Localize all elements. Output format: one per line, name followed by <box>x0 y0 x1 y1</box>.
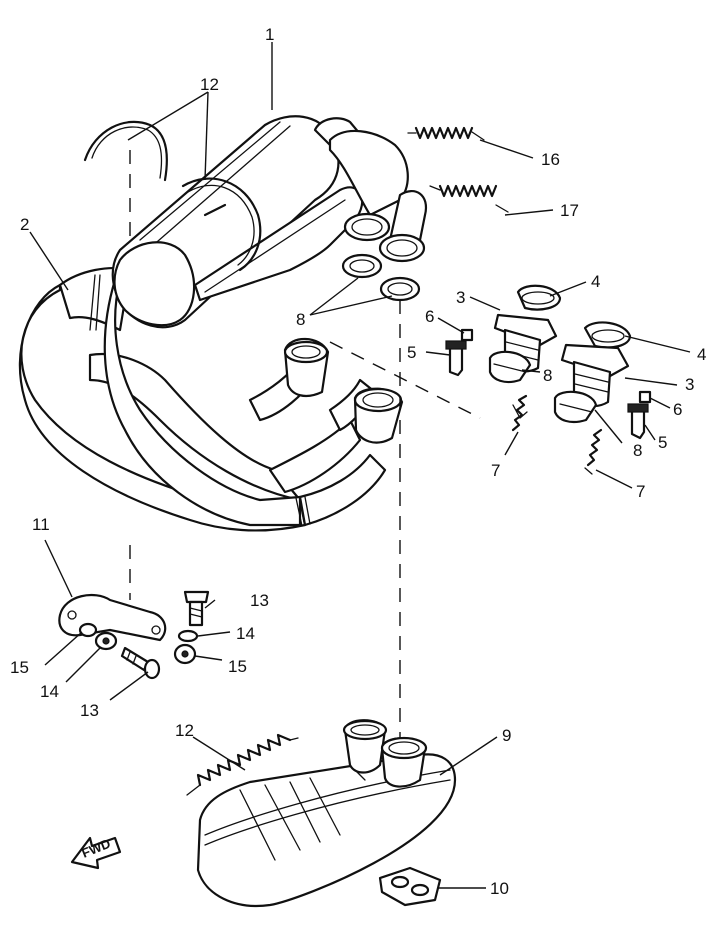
callout-1: 1 <box>265 25 274 44</box>
callout-13: 13 <box>250 591 269 610</box>
callout-16: 16 <box>541 150 560 169</box>
gasket-10 <box>378 866 442 907</box>
callout-3: 3 <box>685 375 694 394</box>
muffler-band <box>181 177 262 272</box>
callout-14: 14 <box>236 624 255 643</box>
callout-8: 8 <box>296 310 305 329</box>
muffler-main <box>111 115 368 329</box>
callout-5: 5 <box>407 343 416 362</box>
joint-set-right <box>553 321 652 475</box>
callout-9: 9 <box>502 726 511 745</box>
silencer-9 <box>196 719 457 908</box>
callout-5: 5 <box>658 433 667 452</box>
callout-2: 2 <box>20 215 29 234</box>
pipe-inlet-front <box>283 337 404 444</box>
callout-12: 12 <box>200 75 219 94</box>
callout-7: 7 <box>491 461 500 480</box>
callout-8: 8 <box>543 366 552 385</box>
bracket-11 <box>58 590 210 680</box>
callout-6: 6 <box>425 307 434 326</box>
outlet-ring-left <box>328 129 428 263</box>
spring-16 <box>407 126 485 141</box>
leader-lines <box>29 42 691 889</box>
spring-17 <box>429 184 509 213</box>
callout-11: 11 <box>32 515 50 534</box>
callout-15: 15 <box>228 657 247 676</box>
callout-14: 14 <box>40 682 59 701</box>
callout-6: 6 <box>673 400 682 419</box>
band-clip-upper <box>83 120 168 182</box>
callout-12: 12 <box>175 721 194 740</box>
fwd-arrow: FWD <box>70 836 122 870</box>
callout-3: 3 <box>456 288 465 307</box>
callout-10: 10 <box>490 879 509 898</box>
callout-13: 13 <box>80 701 99 720</box>
callout-labels: 1 2 3 3 4 4 5 5 6 6 7 7 8 8 8 9 10 11 12… <box>10 25 706 898</box>
callout-8: 8 <box>633 441 642 460</box>
gasket-8-upper <box>341 253 421 302</box>
callout-17: 17 <box>560 201 579 220</box>
spring-12-lower <box>186 733 299 796</box>
joint-set-left <box>445 284 562 432</box>
callout-4: 4 <box>591 272 600 291</box>
exhaust-pipe-front <box>103 278 387 527</box>
callout-4: 4 <box>697 345 706 364</box>
centerline-guides <box>129 150 481 750</box>
callout-7: 7 <box>636 482 645 501</box>
callout-15: 15 <box>10 658 29 677</box>
